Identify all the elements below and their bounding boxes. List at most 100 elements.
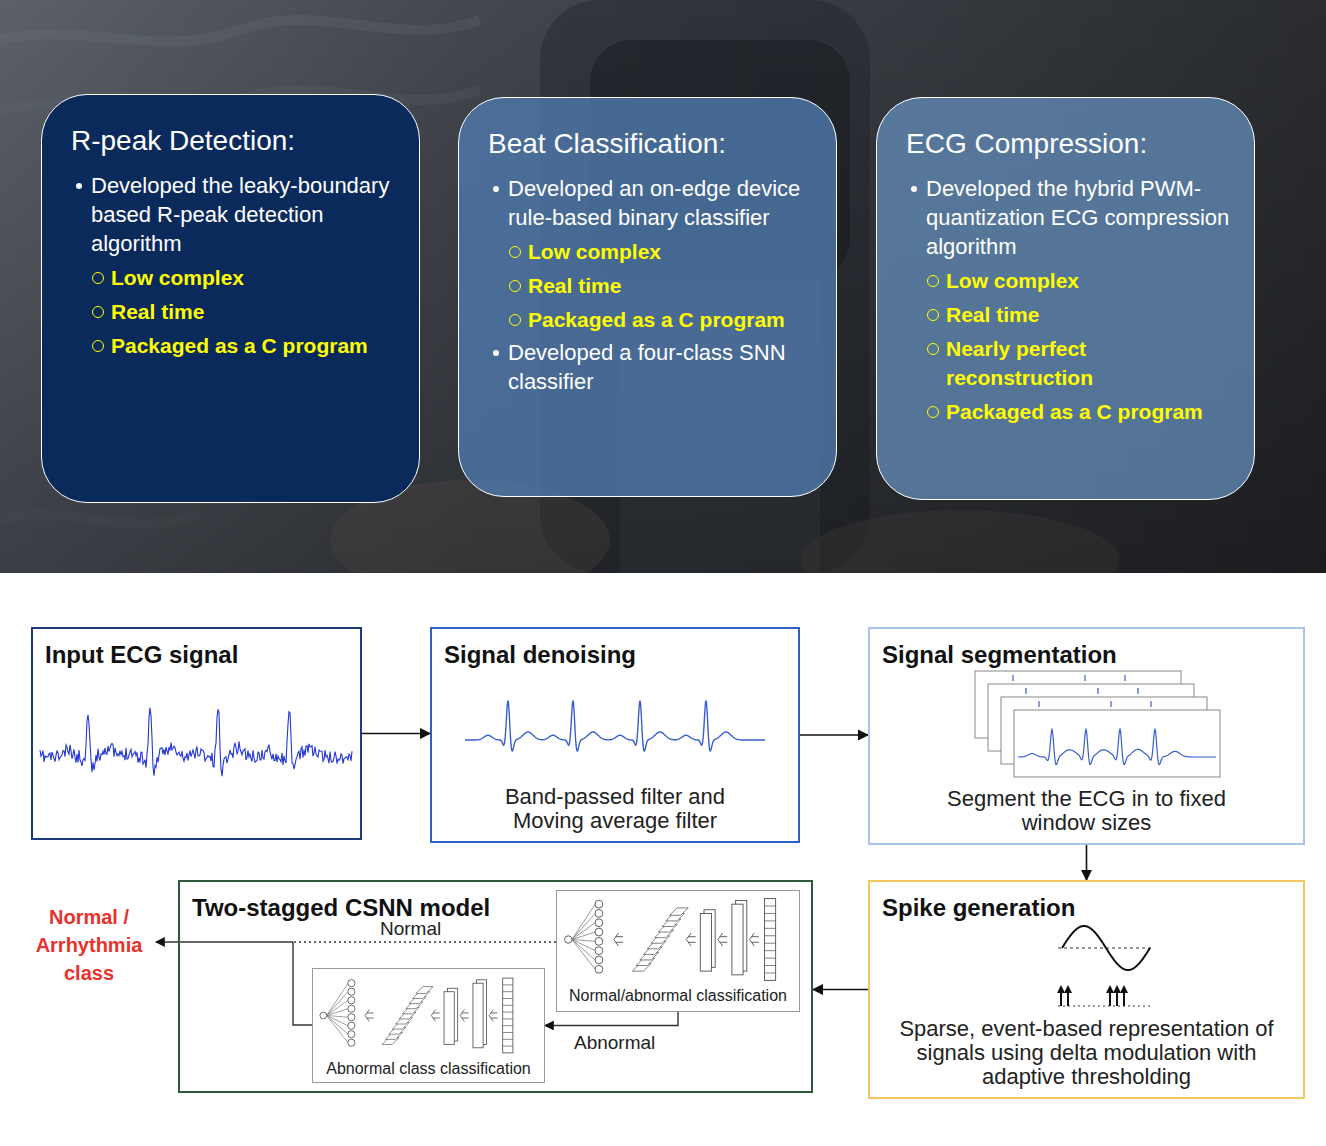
feature-item: Packaged as a C program bbox=[946, 397, 1238, 426]
decoration-shape bbox=[0, 0, 1326, 573]
network-symbol bbox=[320, 978, 513, 1053]
decoration-shape bbox=[595, 900, 603, 908]
process-box: Two-stagged CSNN modelNormal/abnormal cl… bbox=[178, 880, 813, 1093]
bullet-dot bbox=[493, 350, 499, 356]
decoration-shape bbox=[572, 940, 595, 970]
decoration-shape bbox=[327, 1009, 348, 1016]
decoration-shape bbox=[348, 1022, 355, 1029]
box-heading: ECG Compression: bbox=[906, 126, 1238, 162]
decoration-shape bbox=[156, 941, 293, 942]
decoration-shape bbox=[1113, 985, 1121, 993]
decoration-shape bbox=[348, 988, 355, 995]
decoration-shape bbox=[1120, 985, 1128, 993]
sub-row: Packaged as a C program bbox=[488, 305, 820, 334]
box-text: Abnormal class classification bbox=[317, 1060, 540, 1078]
box-heading: Signal denoising bbox=[444, 641, 786, 669]
branch-label: Normal bbox=[380, 919, 441, 939]
sub-row: Low complex bbox=[906, 266, 1238, 295]
feature-item: Low complex bbox=[528, 237, 820, 266]
cap-row: Sparse, event-based representation of si… bbox=[894, 1017, 1279, 1089]
decoration-shape bbox=[489, 1010, 498, 1022]
box-text: Normal/abnormal classification bbox=[561, 987, 795, 1005]
box-heading: Input ECG signal bbox=[45, 641, 348, 669]
decoration-shape bbox=[1116, 992, 1118, 1006]
bullet-circle bbox=[509, 246, 521, 258]
output-lines bbox=[156, 942, 556, 1025]
decoration-shape bbox=[572, 923, 595, 940]
decoration-shape bbox=[764, 913, 775, 914]
decoration-shape bbox=[503, 1039, 513, 1040]
decoration-shape bbox=[572, 904, 595, 939]
bullet-circle bbox=[927, 406, 939, 418]
box-text: Developed the hybrid PWM-quantization EC… bbox=[926, 174, 1238, 261]
decoration-shape bbox=[764, 920, 775, 921]
bullet-circle bbox=[927, 343, 939, 355]
feature-item: Real time bbox=[946, 300, 1238, 329]
decoration-shape bbox=[595, 947, 603, 955]
bullet-circle bbox=[509, 280, 521, 292]
feature-item: Low complex bbox=[111, 263, 403, 292]
decoration-shape bbox=[1067, 992, 1069, 1006]
decoration-shape bbox=[327, 992, 348, 1016]
decoration-shape bbox=[764, 965, 775, 966]
decoration-shape bbox=[1057, 985, 1065, 993]
process-box: Spike generationSparse, event-based repr… bbox=[868, 880, 1305, 1099]
decoration-shape bbox=[1012, 675, 1013, 681]
bullet-dot bbox=[76, 183, 82, 189]
output-class-label: Normal / Arrhythmia class bbox=[28, 903, 150, 987]
decoration-shape bbox=[503, 984, 513, 985]
box-heading: Signal segmentation bbox=[882, 641, 1291, 669]
decoration-shape bbox=[327, 1016, 348, 1043]
process-box: Signal segmentationSegment the ECG in to… bbox=[868, 627, 1305, 845]
sub-row: Low complex bbox=[488, 237, 820, 266]
decoration-shape bbox=[503, 1018, 513, 1019]
decoration-shape bbox=[732, 904, 743, 975]
decoration-shape bbox=[327, 983, 348, 1015]
small-row: Abnormal class classification bbox=[317, 1060, 540, 1078]
head-row: Signal denoising bbox=[444, 641, 786, 669]
decoration-shape bbox=[465, 701, 765, 751]
box-heading: Beat Classification: bbox=[488, 126, 820, 162]
decoration-shape bbox=[0, 0, 1326, 573]
decoration-shape bbox=[348, 1014, 355, 1021]
decoration-shape bbox=[473, 983, 483, 1048]
sub-row: Low complex bbox=[71, 263, 403, 292]
decoration-shape bbox=[595, 919, 603, 927]
box-text: Developed an on-edge device rule-based b… bbox=[508, 174, 820, 232]
clean-ecg-wave bbox=[465, 701, 765, 751]
stage-box: Normal/abnormal classification bbox=[556, 890, 800, 1012]
decoration-shape bbox=[764, 935, 775, 936]
head-row: Signal segmentation bbox=[882, 641, 1291, 669]
box-heading: R-peak Detection: bbox=[71, 123, 403, 159]
decoration-shape bbox=[1124, 675, 1125, 681]
decoration-shape bbox=[1137, 688, 1138, 694]
decoration-shape bbox=[431, 1010, 440, 1022]
process-box: Input ECG signal bbox=[31, 627, 362, 840]
decoration-shape bbox=[572, 940, 595, 951]
box-text: Sparse, event-based representation of si… bbox=[894, 1017, 1279, 1089]
summary-card: Beat Classification: Developed an on-edge… bbox=[458, 97, 837, 497]
decoration-shape bbox=[572, 940, 595, 960]
bullet-circle bbox=[927, 275, 939, 287]
bullet-circle bbox=[92, 340, 104, 352]
bullet-circle bbox=[92, 306, 104, 318]
decoration-shape bbox=[320, 1012, 327, 1019]
decoration-shape bbox=[1097, 688, 1098, 694]
decoration-shape bbox=[327, 1016, 348, 1026]
decoration-shape bbox=[348, 1039, 355, 1046]
decoration-shape bbox=[503, 978, 513, 1053]
bullet-row: Developed the leaky-boundary based R-pea… bbox=[71, 171, 403, 258]
feature-item: Real time bbox=[528, 271, 820, 300]
decoration-shape bbox=[348, 1031, 355, 1038]
box-text: Band-passed filter and Moving average fi… bbox=[480, 785, 750, 833]
box-text: Developed a four-class SNN classifier bbox=[508, 338, 820, 396]
decoration-shape bbox=[293, 941, 556, 943]
decoration-shape bbox=[503, 1005, 513, 1006]
decoration-shape bbox=[503, 998, 513, 999]
title-row: R-peak Detection: bbox=[71, 123, 403, 159]
flow-arrow bbox=[545, 1012, 678, 1026]
flow-arrow bbox=[362, 733, 430, 735]
decoration-shape bbox=[764, 958, 775, 959]
flow-arrow bbox=[1086, 845, 1088, 880]
